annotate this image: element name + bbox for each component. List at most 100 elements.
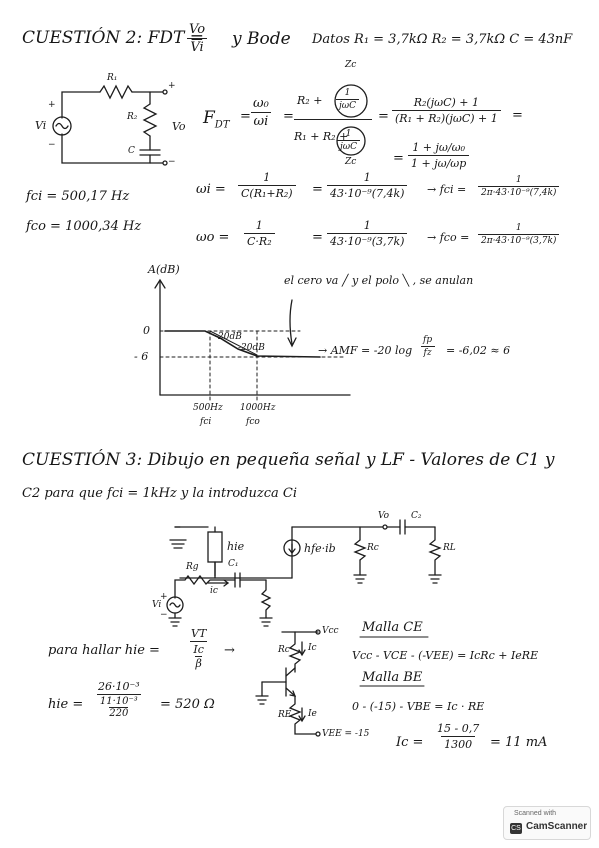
small-signal-circuit	[166, 519, 442, 627]
r1-label: R₁	[107, 73, 118, 83]
circle-zc-bottom	[336, 126, 366, 156]
fdt-rhs: R₂(jωC) + 1 (R₁ + R₂)(jωC) + 1	[392, 96, 501, 125]
bode-x1b: fci	[200, 417, 212, 427]
camscanner-badge: Scanned with CS CamScanner	[503, 806, 591, 840]
eq-3: =	[378, 109, 389, 124]
rg-label: Rg	[186, 562, 199, 572]
bode-slope-2: -20dB	[238, 343, 265, 353]
fdt-num: Vo	[189, 22, 206, 37]
bode-zero: 0	[143, 324, 150, 337]
c1-label: C₁	[228, 559, 239, 569]
fco-fraction: 1 2π·43·10⁻⁹(3,7k)	[478, 223, 560, 246]
c-label: C	[128, 146, 135, 156]
out-plus-label: +	[168, 81, 176, 91]
fco-label: → fco =	[427, 231, 470, 244]
arrow-q3: →	[224, 643, 235, 658]
hie-fraction: 26·10⁻³ 11·10⁻³ 220	[96, 680, 141, 719]
wi-fraction-num: 1 43·10⁻⁹(7,4k)	[327, 171, 408, 200]
c2-label: C₂	[411, 511, 422, 521]
eq-5: =	[393, 151, 404, 166]
datos: Datos R₁ = 3,7kΩ R₂ = 3,7kΩ C = 43nF	[312, 32, 573, 47]
r2-label: R₂	[127, 112, 138, 122]
ic-value: = 11 mA	[490, 735, 548, 750]
ic-eq-label: Ic =	[396, 735, 424, 750]
vo-label-q3: Vo	[378, 511, 390, 521]
bode-x2b: fco	[246, 417, 260, 427]
plus-label-q3: +	[160, 592, 168, 602]
minus-label-q3: −	[160, 610, 168, 620]
fdt-simplified: 1 + jω/ω₀ 1 + jω/ωp	[408, 141, 470, 170]
camscanner-brand: CamScanner	[526, 821, 588, 832]
inv-jwc-bottom: 1 jωC	[337, 129, 361, 152]
bjt-ie-label: Ie	[308, 709, 317, 719]
minus-label: −	[48, 140, 56, 150]
hie-value: = 520 Ω	[160, 697, 215, 712]
ic-fraction: 15 - 0,7 1300	[437, 722, 480, 751]
resistor-r1	[99, 84, 133, 100]
fdt-main-num: R₂ +	[297, 94, 323, 107]
wo-label: ωo =	[196, 230, 230, 245]
fdt-den: Vi	[187, 38, 207, 55]
bjt-ic-label: Ic	[308, 643, 317, 653]
bode-amf-val: = -6,02 ≈ 6	[446, 344, 511, 357]
wi-fraction: 1 C(R₁+R₂)	[238, 171, 296, 200]
wo-fraction: 1 C·R₂	[244, 219, 275, 248]
bjt-re-label: RE	[278, 710, 292, 720]
eq-4: =	[512, 108, 523, 123]
bjt-vcc-label: Vcc	[322, 626, 339, 636]
amf-fraction: fp fz	[420, 335, 435, 358]
malla-be-equation: 0 - (-15) - VBE = Ic · RE	[352, 700, 485, 713]
vi-label-q3: Vi	[152, 600, 162, 610]
resistor-r2	[142, 103, 158, 137]
inv-jwc-top: 1 jωC	[336, 88, 360, 111]
fdt-label: FDT	[203, 108, 230, 131]
rc-label: Rc	[367, 543, 379, 553]
malla-be-heading: Malla BE	[362, 670, 423, 685]
bode-ylabel: A(dB)	[148, 263, 180, 276]
bode-amf: → AMF = -20 log	[318, 344, 413, 357]
bode-x2: 1000Hz	[240, 403, 276, 413]
rl-label: RL	[443, 543, 456, 553]
ic-label-q3: ic	[210, 586, 218, 596]
bode-slope: -20dB	[215, 332, 242, 342]
fdt-main-den: R₁ + R₂ +	[294, 130, 349, 143]
hfe-label: hfe·ib	[304, 542, 336, 555]
bjt-bias-circuit	[255, 629, 321, 737]
zc-label-bottom: Zc	[345, 157, 357, 167]
and-bode: y Bode	[232, 29, 291, 49]
circle-zc-top	[334, 84, 368, 118]
camscanner-logo-icon: CS	[510, 823, 522, 834]
wi-label: ωi =	[196, 182, 226, 197]
plus-label: +	[48, 100, 56, 110]
bode-plot	[154, 278, 351, 401]
hie-eq: hie =	[48, 697, 84, 712]
fci-result: fci = 500,17 Hz	[26, 189, 130, 204]
out-minus-label: −	[168, 157, 176, 167]
zc-label-top: Zc	[345, 60, 357, 70]
hallar-hie: para hallar hie =	[48, 643, 160, 658]
hie-label: hie	[227, 540, 245, 553]
fco-result: fco = 1000,34 Hz	[26, 219, 142, 234]
fci-label: → fci =	[427, 183, 467, 196]
bode-x1: 500Hz	[193, 403, 223, 413]
bode-minus6: - 6	[134, 350, 149, 363]
fdt-fraction: Vo Vi	[186, 22, 208, 55]
bjt-vee-label: VEE = -15	[322, 729, 370, 739]
fdt-main-bar	[294, 119, 372, 120]
bode-note: el cero va ╱ y el polo ╲ , se anulan	[284, 274, 474, 287]
eq-1: =	[240, 109, 251, 124]
eq-6: =	[312, 182, 323, 197]
w-ratio: ω₀ ωi	[250, 96, 272, 129]
wo-fraction-num: 1 43·10⁻⁹(3,7k)	[327, 219, 408, 248]
bode-curve	[164, 330, 321, 358]
eq-7: =	[312, 230, 323, 245]
scanned-with-text: Scanned with	[514, 810, 557, 817]
q3-heading-2: C2 para que fci = 1kHz y la introduzca C…	[22, 486, 298, 501]
q3-heading: CUESTIÓN 3: Dibujo en pequeña señal y LF…	[22, 450, 555, 470]
vt-over-ic: VT Ic β	[190, 627, 207, 670]
voltage-source-vi	[52, 116, 72, 136]
eq-2: =	[283, 109, 294, 124]
malla-ce-heading: Malla CE	[362, 620, 423, 635]
rc-circuit-q2	[52, 84, 168, 166]
